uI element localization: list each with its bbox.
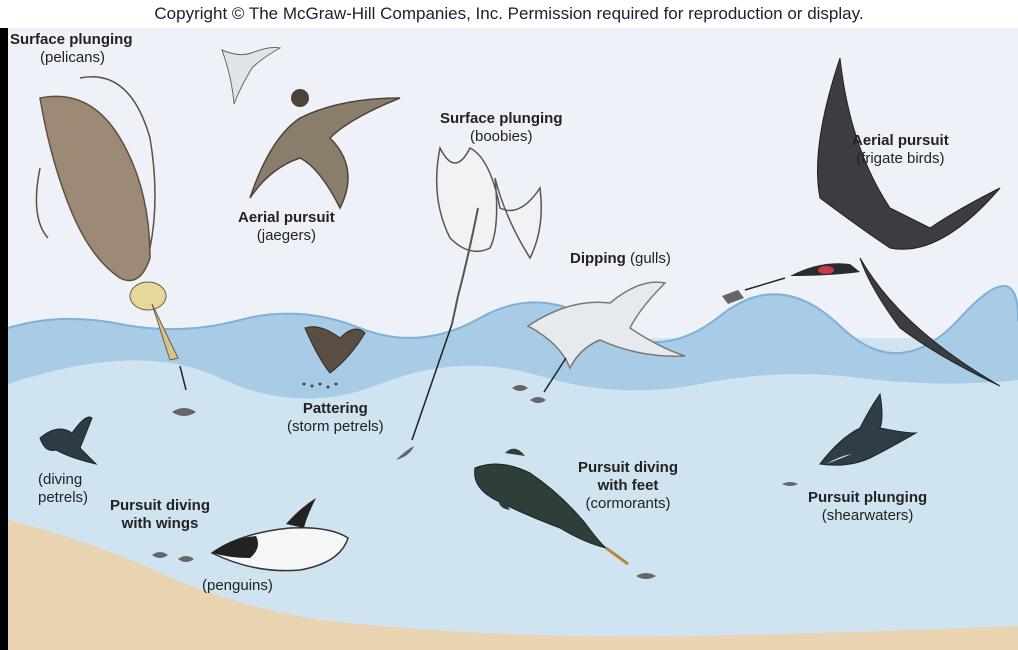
label-pursuit-diving-wings: Pursuit diving with wings — [110, 497, 210, 533]
species-text: (pelicans) — [40, 49, 106, 66]
label-surface-plunging-boobies: Surface plunging (boobies) — [440, 110, 563, 146]
dip-path — [543, 357, 567, 393]
method-text: Aerial pursuit — [852, 132, 949, 149]
species-text: (jaegers) — [256, 227, 316, 244]
frigatebird-illustration — [790, 57, 1001, 387]
cormorant-illustration — [474, 448, 629, 566]
method-text: with feet — [597, 477, 659, 494]
flying-fish — [722, 290, 744, 304]
label-aerial-pursuit-frigate: Aerial pursuit (frigate birds) — [852, 132, 949, 168]
jaeger-illustration — [249, 89, 401, 210]
fish — [396, 446, 414, 460]
gull-illustration — [526, 281, 686, 370]
chase-path — [744, 277, 786, 291]
method-text: Surface plunging — [440, 110, 563, 127]
method-text: Aerial pursuit — [238, 209, 335, 226]
tern-illustration — [221, 47, 282, 105]
species-text: (shearwaters) — [821, 507, 914, 524]
label-diving-petrels: (diving petrels) — [38, 471, 88, 507]
method-text: with wings — [121, 515, 199, 532]
method-text: Surface plunging — [10, 31, 133, 48]
fish — [178, 556, 194, 562]
fish — [636, 573, 656, 579]
storm-petrel-illustration — [302, 326, 366, 389]
label-penguins: (penguins) — [202, 577, 273, 594]
species-text: (boobies) — [469, 128, 533, 145]
method-text: Dipping — [570, 250, 626, 267]
label-pursuit-plunging-shearwaters: Pursuit plunging (shearwaters) — [808, 489, 927, 525]
fish — [512, 385, 528, 391]
method-text: Pursuit diving — [578, 459, 679, 476]
species-text: (diving — [38, 471, 83, 488]
wave-line — [7, 285, 1018, 355]
method-text: Pursuit diving — [110, 497, 211, 514]
species-text: petrels) — [38, 489, 89, 506]
sand-floor — [8, 520, 1018, 650]
species-text: (frigate birds) — [856, 150, 945, 167]
label-pattering-storm-petrels: Pattering (storm petrels) — [287, 400, 384, 436]
species-text: (gulls) — [630, 250, 671, 267]
fish — [530, 397, 546, 403]
shearwater-illustration — [819, 392, 918, 466]
booby-illustration — [435, 145, 542, 325]
label-pursuit-diving-feet: Pursuit diving with feet (cormorants) — [578, 459, 678, 513]
label-surface-plunging-pelicans: Surface plunging (pelicans) — [10, 31, 133, 67]
dive-path — [411, 323, 453, 441]
copyright-notice: Copyright © The McGraw-Hill Companies, I… — [0, 0, 1018, 28]
penguin-illustration — [210, 498, 349, 572]
pelican-illustration — [35, 76, 187, 391]
method-text: Pursuit plunging — [808, 489, 928, 506]
fish — [172, 408, 196, 416]
method-text: Pattering — [302, 400, 368, 417]
fish — [782, 482, 798, 486]
label-dipping-gulls: Dipping (gulls) — [570, 250, 671, 268]
fish — [152, 552, 168, 558]
sea-surface — [8, 286, 1018, 399]
diving-petrel-illustration — [39, 416, 98, 465]
species-text: (storm petrels) — [287, 418, 384, 435]
seabird-feeding-scene — [7, 28, 1018, 650]
label-aerial-pursuit-jaegers: Aerial pursuit (jaegers) — [238, 209, 335, 245]
species-text: (cormorants) — [585, 495, 671, 512]
